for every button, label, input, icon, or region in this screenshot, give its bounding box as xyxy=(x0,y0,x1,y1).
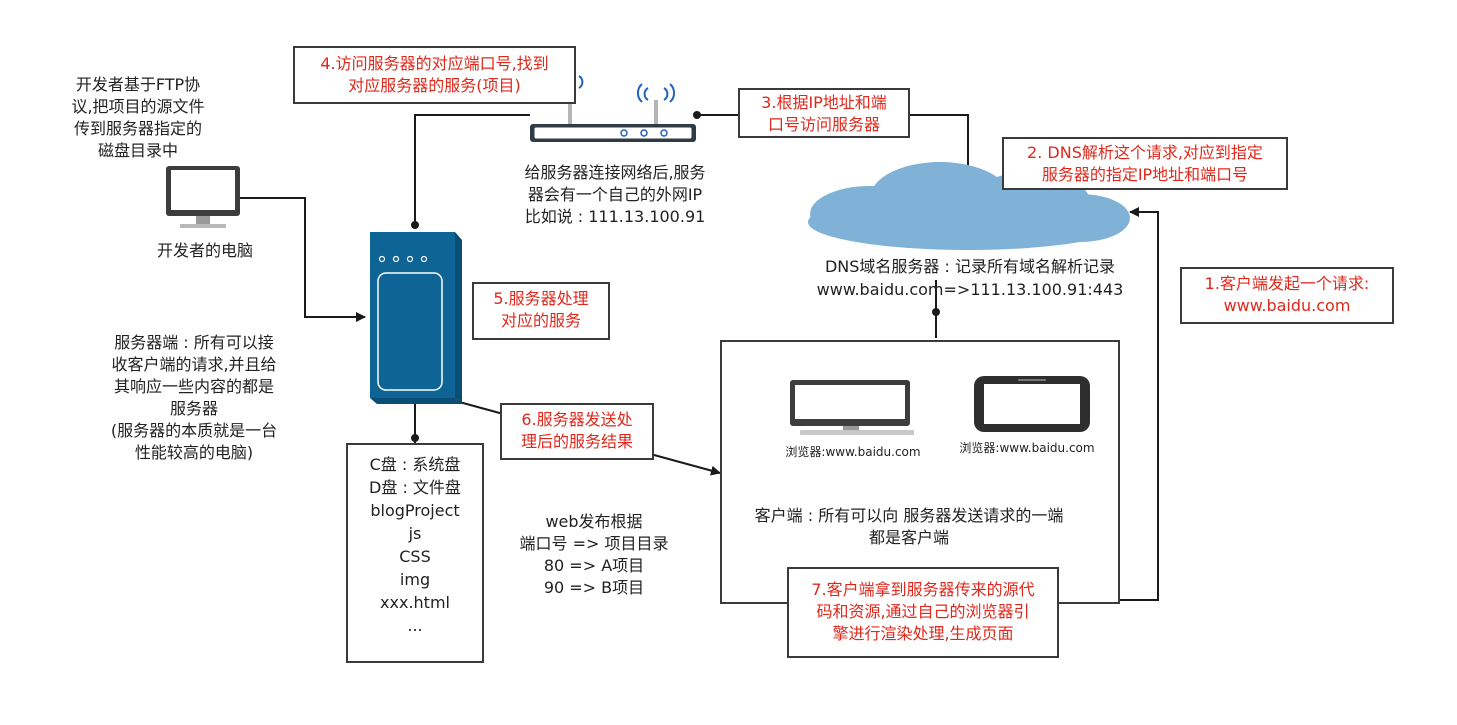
server-icon xyxy=(370,232,462,404)
step-6-text: 6.服务器发送处 理后的服务结果 xyxy=(520,410,633,451)
web-publish-note: web发布根据 端口号 => 项目目录 80 => A项目 90 => B项目 xyxy=(519,512,669,597)
client-tablet-label: 浏览器:www.baidu.com xyxy=(959,441,1095,455)
desktop-computer-icon xyxy=(166,166,240,228)
connector-dot xyxy=(932,308,940,316)
server-definition: 服务器端 : 所有可以接 收客户端的请求,并且给 其响应一些内容的都是 服务器 … xyxy=(110,333,278,462)
dev-note: 开发者基于FTP协 议,把项目的源文件 传到服务器指定的 磁盘目录中 xyxy=(71,75,205,160)
step-2-text: 2. DNS解析这个请求,对应到指定 服务器的指定IP地址和端口号 xyxy=(1027,143,1263,184)
disk-list: C盘 : 系统盘 D盘 : 文件盘 blogProject js CSS img… xyxy=(348,453,482,637)
connector-dot xyxy=(693,111,701,119)
disk-item: js xyxy=(408,524,422,543)
step-4-box: 4.访问服务器的对应端口号,找到 对应服务器的服务(项目) xyxy=(293,46,576,104)
step-6-box: 6.服务器发送处 理后的服务结果 xyxy=(500,403,654,460)
step-4-text: 4.访问服务器的对应端口号,找到 对应服务器的服务(项目) xyxy=(320,54,549,95)
disk-item: img xyxy=(399,570,431,589)
router-icon xyxy=(530,75,696,142)
connector-dot xyxy=(411,221,419,229)
disk-box: C盘 : 系统盘 D盘 : 文件盘 blogProject js CSS img… xyxy=(346,443,484,663)
dns-line-1: DNS域名服务器 : 记录所有域名解析记录 xyxy=(824,257,1115,276)
client-box xyxy=(720,340,1120,604)
dns-line-2: www.baidu.com=>111.13.100.91:443 xyxy=(816,280,1124,299)
edge-dev-to-server xyxy=(240,197,366,322)
client-desktop-icon xyxy=(790,380,914,435)
disk-item: ... xyxy=(407,616,423,635)
step-1-box: 1.客户端发起一个请求: www.baidu.com xyxy=(1180,267,1394,324)
step-3-box: 3.根据IP地址和端 口号访问服务器 xyxy=(738,88,910,138)
client-definition: 客户端 : 所有可以向 服务器发送请求的一端 都是客户端 xyxy=(754,506,1064,547)
disk-item: blogProject xyxy=(370,501,460,520)
client-tablet-icon xyxy=(974,376,1090,432)
disk-item: CSS xyxy=(399,547,431,566)
step-3-text: 3.根据IP地址和端 口号访问服务器 xyxy=(761,93,887,134)
step-7-box: 7.客户端拿到服务器传来的源代 码和资源,通过自己的浏览器引 擎进行渲染处理,生… xyxy=(787,567,1059,658)
disk-item: C盘 : 系统盘 xyxy=(369,455,461,474)
disk-item: xxx.html xyxy=(380,593,450,612)
edge-client-to-dns xyxy=(1120,207,1159,601)
step-5-text: 5.服务器处理 对应的服务 xyxy=(493,289,589,330)
step-2-box: 2. DNS解析这个请求,对应到指定 服务器的指定IP地址和端口号 xyxy=(1002,137,1288,190)
step-5-box: 5.服务器处理 对应的服务 xyxy=(472,282,610,340)
disk-item: D盘 : 文件盘 xyxy=(369,478,461,497)
client-desktop-label: 浏览器:www.baidu.com xyxy=(785,445,921,459)
step-1-text: 1.客户端发起一个请求: www.baidu.com xyxy=(1204,274,1370,315)
router-note: 给服务器连接网络后,服务 器会有一个自己的外网IP 比如说 : 111.13.1… xyxy=(524,163,706,226)
edge-server-to-router xyxy=(414,114,530,225)
connector-dot xyxy=(411,434,419,442)
step-7-text: 7.客户端拿到服务器传来的源代 码和资源,通过自己的浏览器引 擎进行渲染处理,生… xyxy=(811,580,1035,643)
dev-computer-label: 开发者的电脑 xyxy=(156,241,253,260)
